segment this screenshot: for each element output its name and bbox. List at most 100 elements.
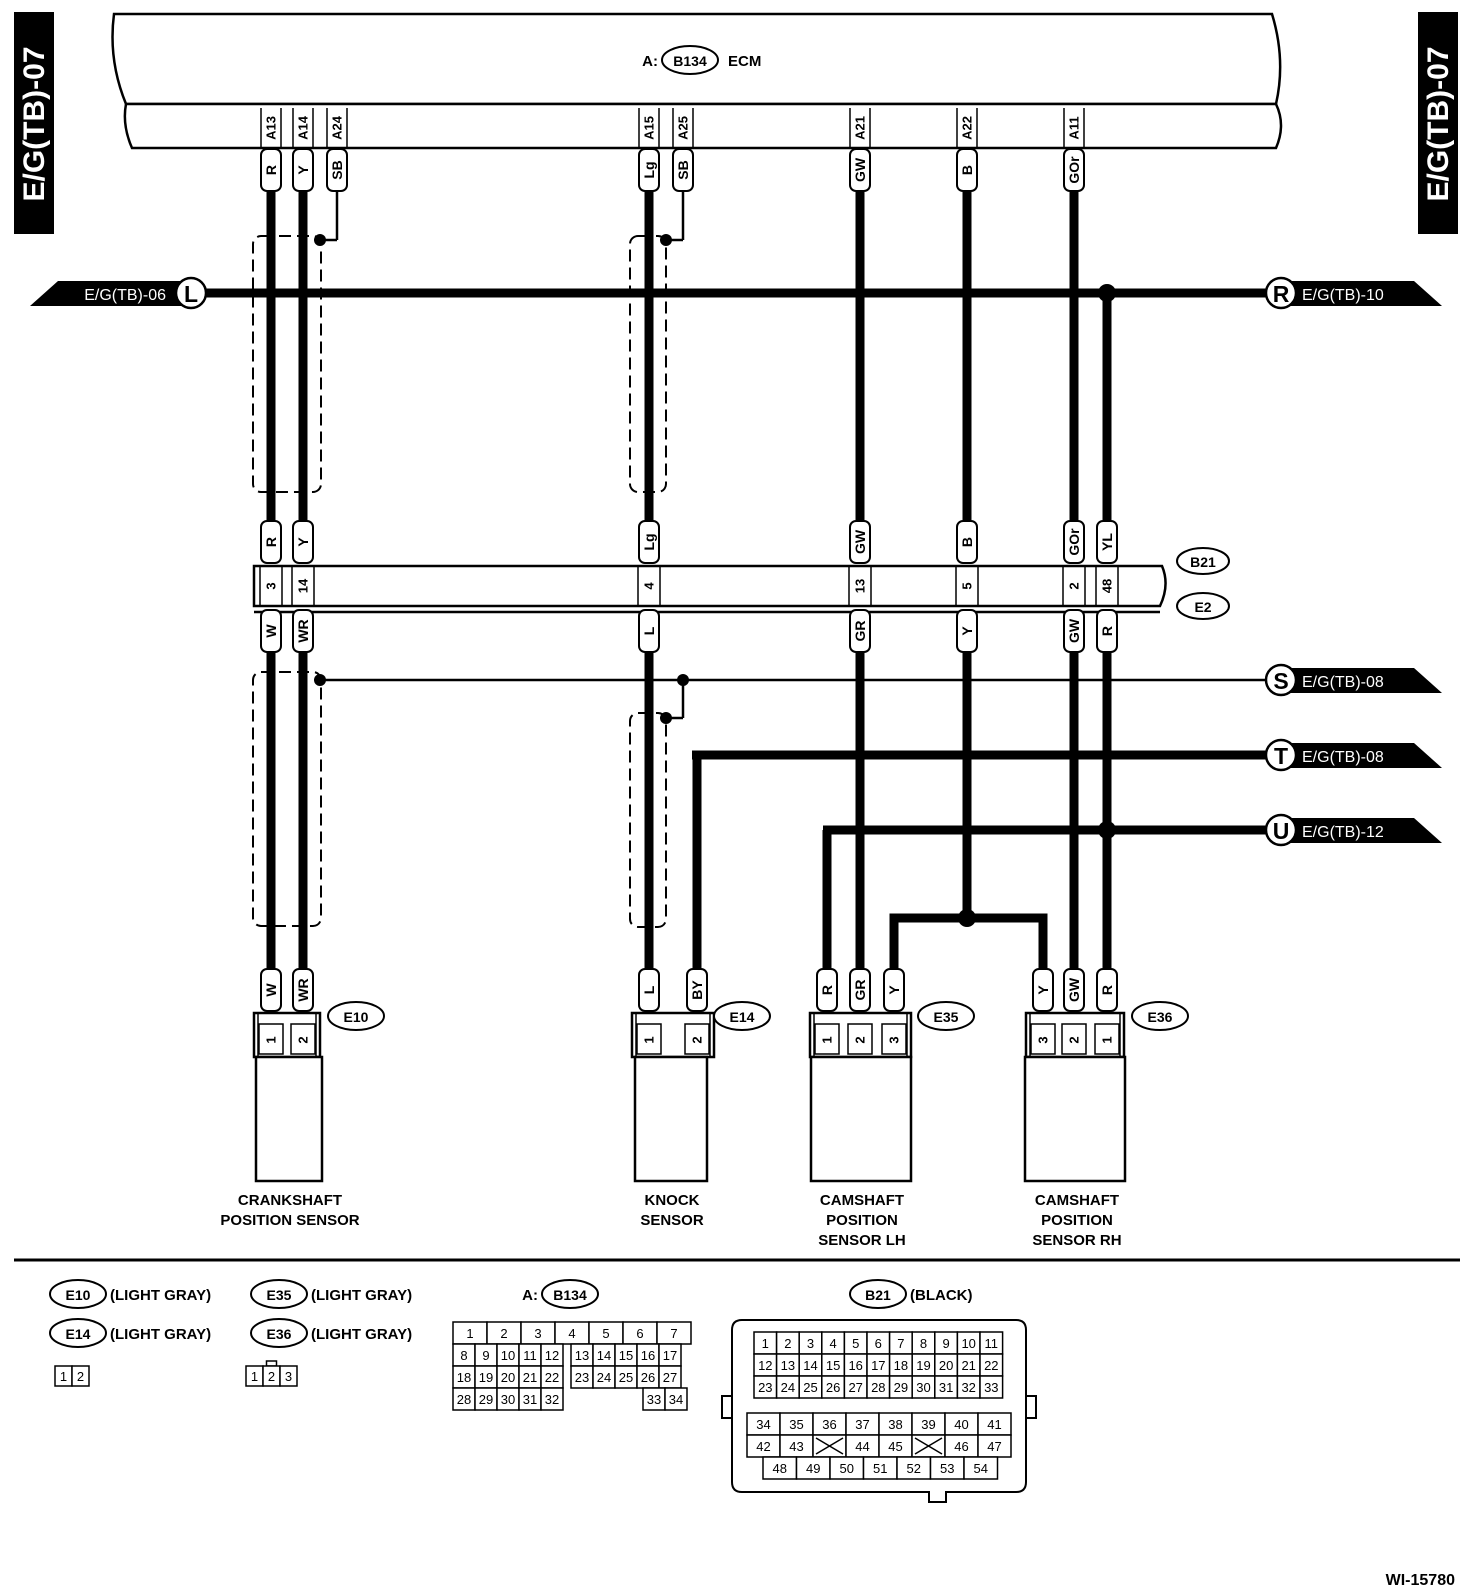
joint-lower-wire-2-pill (638, 609, 660, 653)
ecm-pin-a25: A25 (676, 116, 691, 140)
b21-pin-29: 29 (894, 1380, 908, 1395)
b134-pin-12: 12 (545, 1348, 559, 1363)
ecm-prefix: A: (642, 53, 658, 70)
joint-upper-wire-4-pill (956, 520, 978, 564)
b21-pin-28: 28 (871, 1380, 885, 1395)
joint-lower-wire-5-pill (1063, 609, 1085, 653)
e10-wire-0: W (263, 983, 279, 997)
b134-pin-14: 14 (597, 1348, 611, 1363)
e36-label-1: CAMSHAFT (1035, 1192, 1119, 1209)
page-tag-left-text: E/G(TB)-07 (18, 46, 51, 201)
joint-upper-wire-0: R (263, 537, 279, 547)
legend: E10 (LIGHT GRAY) E14 (LIGHT GRAY) E35 (L… (49, 1279, 1037, 1503)
e36-label-2: POSITION (1041, 1212, 1113, 1229)
b21-pin-30: 30 (916, 1380, 930, 1395)
legend-e10-name: E10 (66, 1287, 91, 1303)
e35-pin-1: 1 (820, 1036, 835, 1043)
b134-pin-20: 20 (501, 1370, 515, 1385)
ecm-wire-a21: GW (852, 157, 868, 182)
e36-pin-2: 2 (1067, 1036, 1082, 1043)
b21-pin-23: 23 (758, 1380, 772, 1395)
two-pin-pin-1: 1 (60, 1369, 67, 1384)
e10-wire-1-pill (292, 968, 314, 1012)
e10-label-1: CRANKSHAFT (238, 1192, 342, 1209)
e35-name: E35 (934, 1009, 959, 1025)
e10-name: E10 (344, 1009, 369, 1025)
e35-wire-1: GR (852, 980, 868, 1001)
b134-pin-28: 28 (457, 1392, 471, 1407)
b21-pin-21: 21 (961, 1358, 975, 1373)
e35-wire-2-pill (883, 968, 905, 1012)
b134-pin-19: 19 (479, 1370, 493, 1385)
joint-lower-wire-3-pill (849, 609, 871, 653)
b134-pin-10: 10 (501, 1348, 515, 1363)
b21-pin-41: 41 (987, 1417, 1001, 1432)
joint-lower-wire-6-pill (1096, 609, 1118, 653)
e36-wire-0-pill (1032, 968, 1054, 1012)
ecm-wire-a14: Y (295, 165, 311, 175)
b21-pin-54: 54 (974, 1461, 988, 1476)
ecm-wire-a13-pill (260, 148, 282, 192)
legend-e14-desc: (LIGHT GRAY) (110, 1326, 211, 1343)
b21-pin-37: 37 (855, 1417, 869, 1432)
legend-b134-name: B134 (553, 1287, 587, 1303)
b134-pin-16: 16 (641, 1348, 655, 1363)
b134-pin-25: 25 (619, 1370, 633, 1385)
b21-pin-12: 12 (758, 1358, 772, 1373)
ecm-pin-a22: A22 (960, 116, 975, 140)
e14-label-1: KNOCK (645, 1192, 700, 1209)
e35-wire-1-pill (849, 968, 871, 1012)
page-tag-right: E/G(TB)-07 (1418, 12, 1458, 234)
b134-pin-27: 27 (663, 1370, 677, 1385)
joint-lower-name: E2 (1194, 599, 1211, 615)
legend-e35-desc: (LIGHT GRAY) (311, 1287, 412, 1304)
ecm-block: A: B134 ECM (111, 12, 1283, 150)
b134-pin-3: 3 (534, 1326, 541, 1341)
b134-pin-6: 6 (636, 1326, 643, 1341)
joint-pin-14: 14 (296, 578, 311, 593)
b21-pin-26: 26 (826, 1380, 840, 1395)
e10-wire-1: WR (295, 978, 311, 1001)
two-pin-pin-2: 2 (77, 1369, 84, 1384)
ecm-pin-a13: A13 (264, 116, 279, 140)
b21-pin-36: 36 (822, 1417, 836, 1432)
b21-pin-18: 18 (894, 1358, 908, 1373)
e10-pin-2: 2 (296, 1036, 311, 1043)
ref-S: E/G(TB)-08 S (1264, 663, 1442, 697)
e10-label-2: POSITION SENSOR (220, 1212, 359, 1229)
e10-pin-1: 1 (264, 1036, 279, 1043)
legend-b134-prefix: A: (522, 1287, 538, 1304)
shield-crank-upper (252, 235, 322, 493)
joint-upper-wire-5: GOr (1066, 528, 1082, 556)
legend-e35-name: E35 (267, 1287, 292, 1303)
page-tag-right-text: E/G(TB)-07 (1422, 46, 1455, 201)
joint-upper-wire-6: YL (1099, 533, 1115, 551)
joint-lower-wire-3: GR (852, 621, 868, 642)
joint-lower-wire-2: L (641, 626, 657, 635)
b21-pin-3: 3 (807, 1336, 814, 1351)
b134-pin-11: 11 (523, 1348, 537, 1363)
b21-pin-5: 5 (852, 1336, 859, 1351)
ref-R: E/G(TB)-10 R (1264, 276, 1442, 310)
b134-pin-22: 22 (545, 1370, 559, 1385)
ecm-wire-a15-pill (638, 148, 660, 192)
ecm-wire-a15: Lg (641, 161, 657, 178)
b134-pin-18: 18 (457, 1370, 471, 1385)
e35-wire-0: R (819, 985, 835, 995)
ref-R-letter: R (1273, 281, 1290, 307)
joint-upper-wire-1: Y (295, 537, 311, 547)
e10-body (254, 1055, 324, 1183)
b21-pin-44: 44 (855, 1439, 869, 1454)
figure-code: WI-15780 (1386, 1572, 1455, 1589)
b134-pin-5: 5 (602, 1326, 609, 1341)
e35-wire-2: Y (886, 985, 902, 995)
ref-U-label: E/G(TB)-12 (1302, 824, 1384, 841)
e36-label-3: SENSOR RH (1032, 1232, 1121, 1249)
